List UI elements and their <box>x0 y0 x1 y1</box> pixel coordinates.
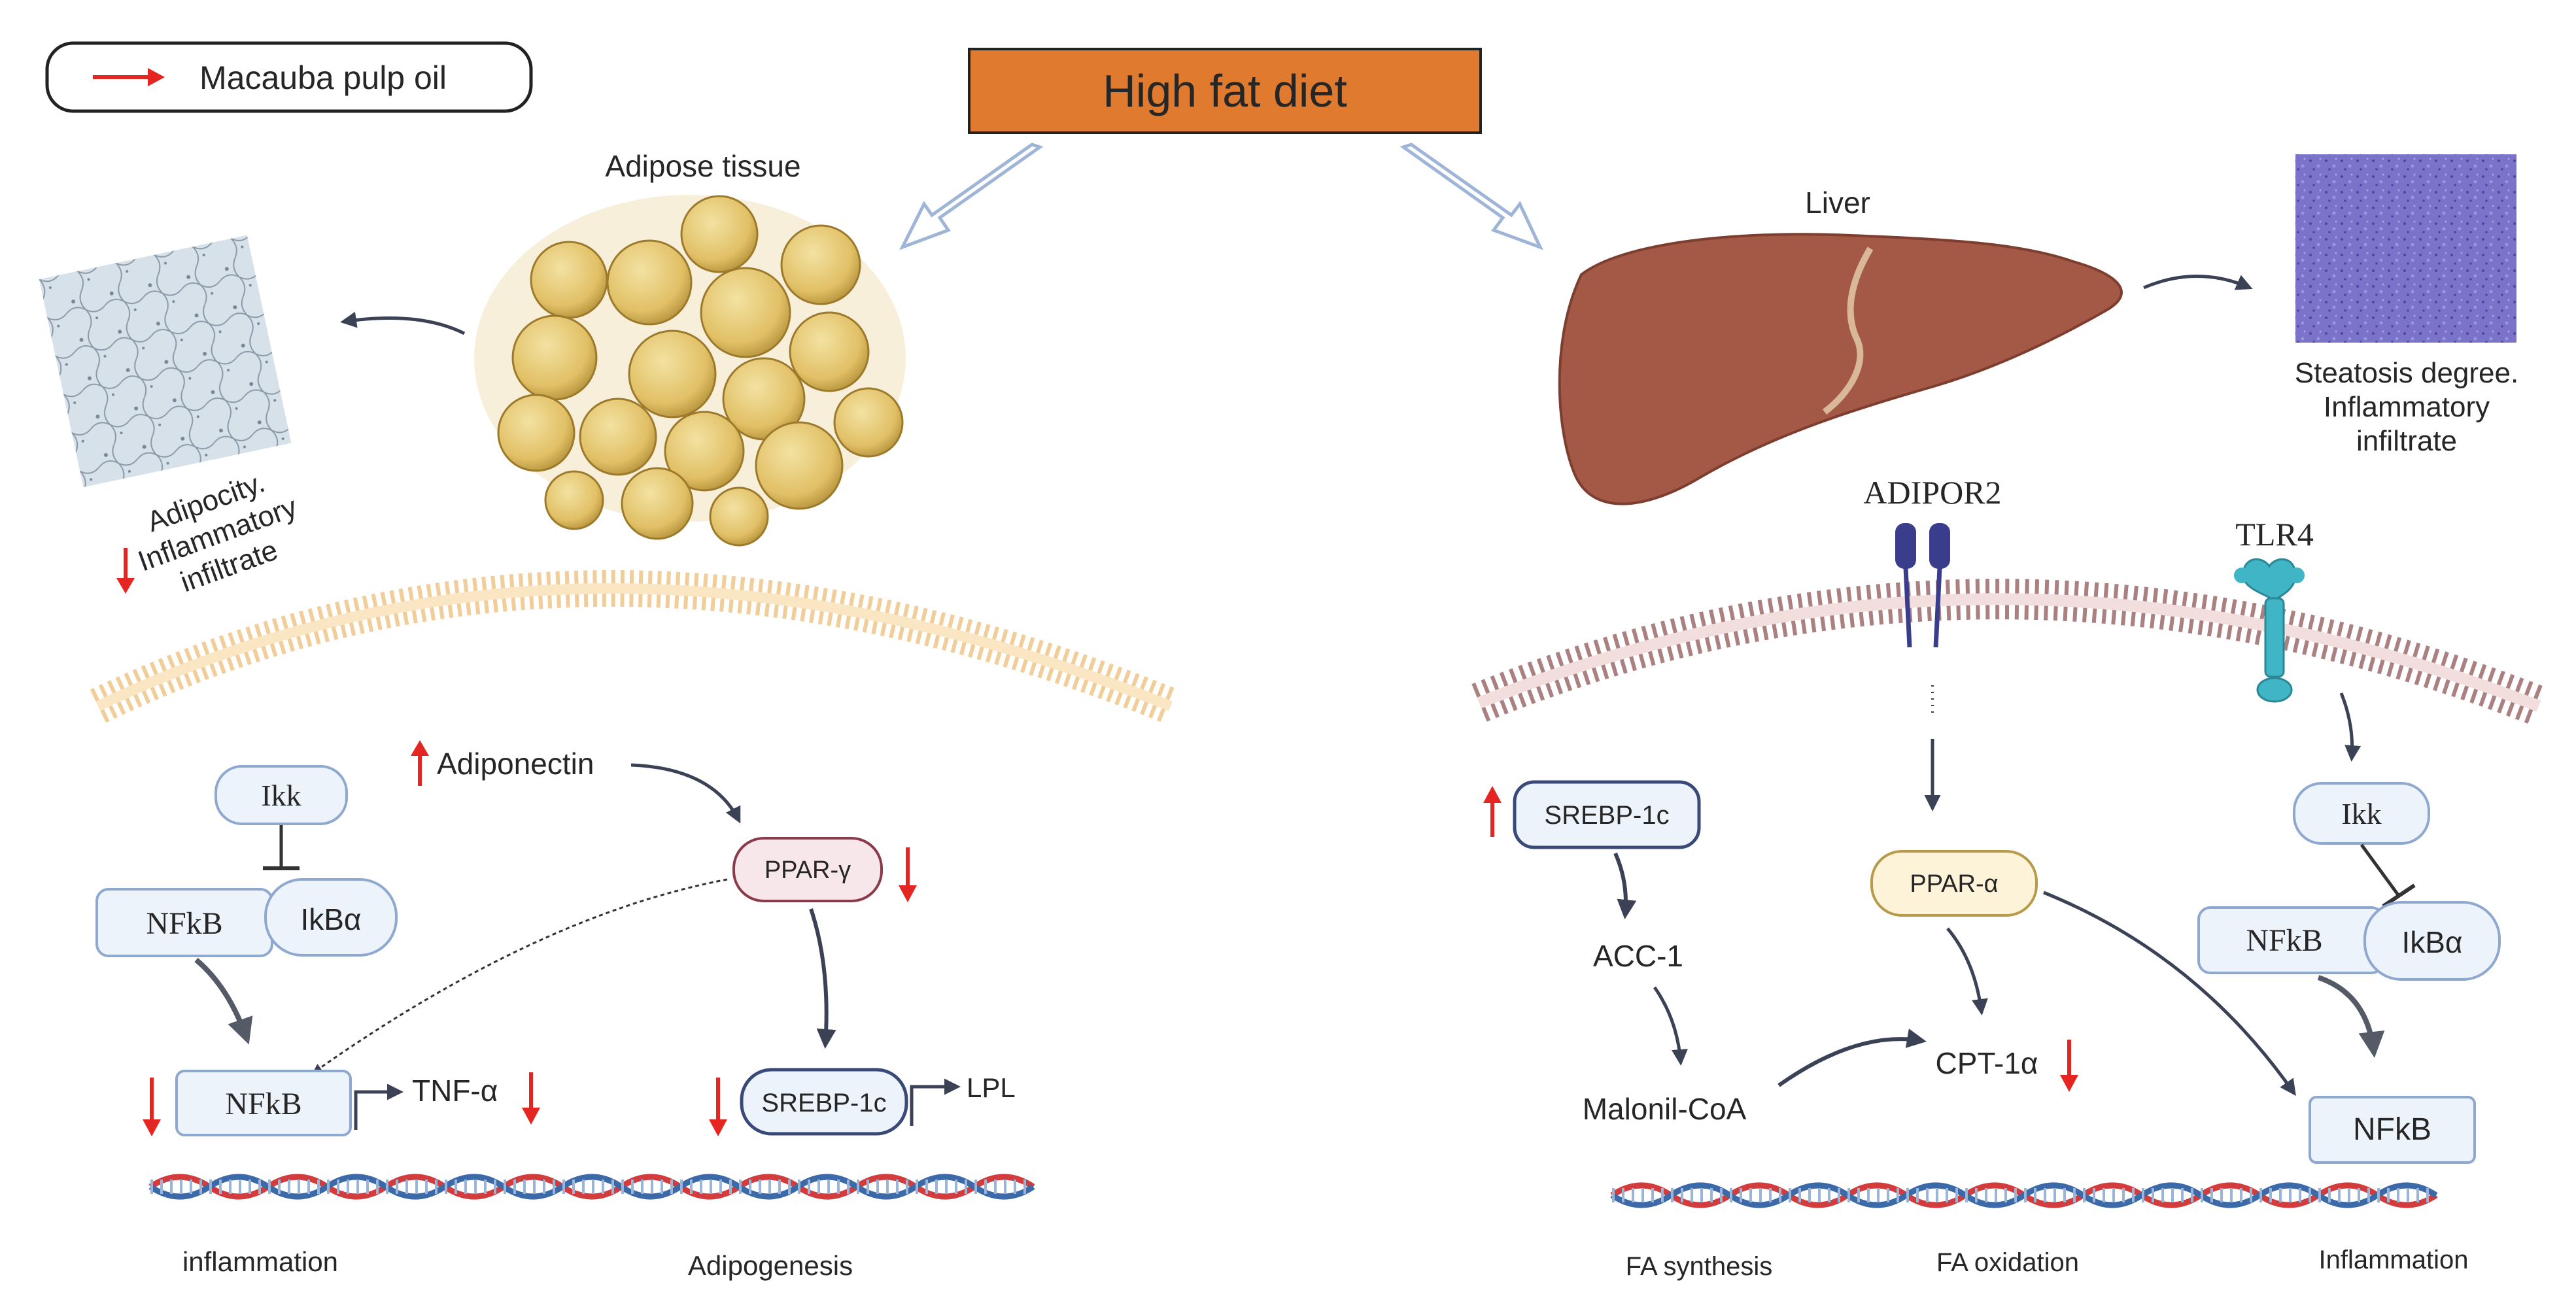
dashed-flow-arrow <box>312 878 728 1074</box>
membrane-icon <box>1471 579 2547 725</box>
ppar-gamma-node: PPAR-γ <box>732 837 883 902</box>
up-arrow-icon <box>1483 786 1502 837</box>
flow-arrow <box>340 311 466 335</box>
svg-text:infiltrate: infiltrate <box>2356 425 2457 457</box>
svg-text:SREBP-1c: SREBP-1c <box>1544 801 1669 830</box>
adipose-tissue-icon <box>474 195 906 547</box>
svg-text:NFkB: NFkB <box>146 906 222 941</box>
inflammation-outcome: inflammation <box>182 1246 338 1277</box>
svg-text:PPAR-γ: PPAR-γ <box>764 857 851 884</box>
svg-text:NFkB: NFkB <box>2246 923 2322 958</box>
adipor2-label: ADIPOR2 <box>1863 474 2001 511</box>
dna-icon <box>148 1174 1035 1200</box>
flow-arrow <box>1777 1028 1927 1087</box>
adipogenesis-outcome: Adipogenesis <box>688 1250 853 1281</box>
svg-text:Inflammatory: Inflammatory <box>2324 391 2490 423</box>
acc1-label: ACC-1 <box>1593 939 1683 973</box>
receptor-icon <box>1895 523 1950 648</box>
svg-text:Steatosis degree.: Steatosis degree. <box>2295 357 2518 389</box>
down-arrow-icon <box>709 1078 727 1136</box>
lpl-label: LPL <box>967 1072 1016 1103</box>
liver-icon <box>1558 233 2123 505</box>
inflammation-outcome: Inflammation <box>2319 1246 2469 1274</box>
adipose-histology-caption: Adipocity. Inflammatory infiltrate <box>134 466 301 598</box>
svg-text:IkBα: IkBα <box>2401 925 2462 959</box>
down-arrow-icon <box>143 1078 161 1136</box>
histology-image <box>2295 154 2516 343</box>
up-arrow-icon <box>411 740 429 786</box>
flow-arrow <box>2143 275 2253 290</box>
adiponectin-label: Adiponectin <box>437 747 594 781</box>
svg-text:PPAR-α: PPAR-α <box>1910 870 1998 898</box>
adipose-tissue-label: Adipose tissue <box>605 149 800 183</box>
title-box: High fat diet <box>968 48 1482 134</box>
flow-arrow <box>2317 975 2385 1058</box>
svg-text:Ikk: Ikk <box>2341 797 2381 830</box>
tnf-alpha-label: TNF-α <box>412 1074 498 1108</box>
svg-text:Ikk: Ikk <box>261 779 301 812</box>
fa-synthesis-outcome: FA synthesis <box>1626 1252 1773 1281</box>
nfkb-node: NFkB <box>175 1070 352 1136</box>
transcription-arrow <box>354 1083 404 1130</box>
svg-text:NFkB: NFkB <box>2353 1112 2431 1147</box>
flow-arrow <box>194 957 253 1045</box>
page-title: High fat diet <box>1103 65 1347 116</box>
down-arrow-icon <box>116 548 135 594</box>
histology-image <box>39 235 292 488</box>
flow-arrow <box>630 763 741 824</box>
ikba-node: IkBα <box>264 878 398 957</box>
cpt1a-label: CPT-1α <box>1936 1046 2038 1080</box>
ikk-node: Ikk <box>2293 782 2430 845</box>
flow-arrow <box>809 908 836 1049</box>
svg-text:SREBP-1c: SREBP-1c <box>761 1089 886 1117</box>
flow-arrow <box>2339 692 2361 762</box>
hollow-arrow-icon <box>1400 143 1543 250</box>
nfkb-node: NFkB <box>95 888 273 957</box>
malonil-coa-label: Malonil-CoA <box>1583 1092 1747 1126</box>
nfkb-node: NFkB <box>2309 1096 2476 1164</box>
svg-text:NFkB: NFkB <box>225 1087 301 1121</box>
membrane-icon <box>90 570 1178 723</box>
liver-label: Liver <box>1805 186 1870 220</box>
legend-label: Macauba pulp oil <box>199 60 447 96</box>
transcription-arrow <box>910 1078 961 1126</box>
liver-histology-caption: Steatosis degree. Inflammatory infiltrat… <box>2295 357 2518 457</box>
flow-arrow <box>1653 986 1688 1066</box>
fa-oxidation-outcome: FA oxidation <box>1936 1248 2079 1277</box>
ikba-node: IkBα <box>2363 901 2501 981</box>
flow-arrow <box>2043 891 2296 1096</box>
flow-arrow <box>1946 927 1988 1015</box>
down-arrow-icon <box>899 847 917 902</box>
inhibition-mark <box>2360 843 2416 908</box>
dna-icon <box>1610 1182 2438 1208</box>
down-arrow-icon <box>522 1072 540 1125</box>
nfkb-node: NFkB <box>2197 906 2384 974</box>
receptor-icon <box>2234 558 2305 703</box>
srebp1c-node: SREBP-1c <box>1513 780 1701 849</box>
legend-box <box>45 41 533 113</box>
title-background <box>968 48 1482 134</box>
ppar-alpha-node: PPAR-α <box>1870 850 2038 917</box>
inhibition-mark <box>263 825 300 870</box>
hollow-arrow-icon <box>899 143 1044 250</box>
tlr4-label: TLR4 <box>2235 516 2313 552</box>
red-arrow-icon <box>93 68 165 86</box>
srebp1c-node: SREBP-1c <box>740 1068 908 1136</box>
legend: Macauba pulp oil <box>45 41 533 113</box>
down-arrow-icon <box>2060 1040 2078 1092</box>
ikk-node: Ikk <box>215 765 348 825</box>
flow-arrow <box>1613 852 1637 919</box>
svg-text:IkBα: IkBα <box>300 902 361 936</box>
